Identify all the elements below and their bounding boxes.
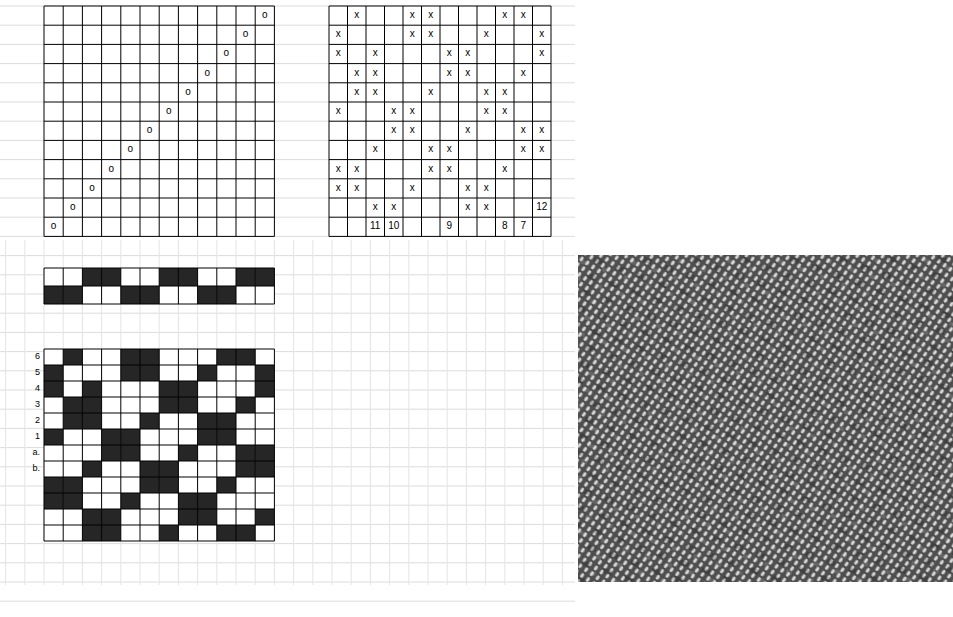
tieup-grid bbox=[329, 6, 551, 236]
tieup-mark: x bbox=[403, 121, 422, 140]
threading-mark: o bbox=[255, 6, 274, 25]
row-number: 3 bbox=[18, 397, 40, 413]
tieup-mark: x bbox=[477, 198, 496, 217]
tieup-mark: x bbox=[348, 6, 367, 25]
tieup-mark: x bbox=[477, 83, 496, 102]
row-number: 1 bbox=[18, 429, 40, 445]
threading-mark: o bbox=[236, 25, 255, 44]
tieup-mark: x bbox=[422, 83, 441, 102]
tieup-mark: x bbox=[366, 44, 385, 63]
row-number: 2 bbox=[18, 413, 40, 429]
threading-mark: o bbox=[44, 217, 63, 236]
tieup-mark: x bbox=[366, 198, 385, 217]
tieup-mark: x bbox=[366, 83, 385, 102]
threading-mark: o bbox=[121, 140, 140, 159]
row-number: 4 bbox=[18, 381, 40, 397]
row-number: b. bbox=[18, 461, 40, 477]
tieup-mark: x bbox=[477, 25, 496, 44]
tieup-mark: x bbox=[477, 179, 496, 198]
tieup-mark: x bbox=[348, 83, 367, 102]
row-number: 5 bbox=[18, 365, 40, 381]
tieup-mark: x bbox=[459, 179, 478, 198]
tieup-mark: 7 bbox=[514, 217, 533, 236]
tieup-mark: 8 bbox=[496, 217, 515, 236]
tieup-mark: x bbox=[459, 64, 478, 83]
tieup-mark: x bbox=[403, 6, 422, 25]
tieup-mark: x bbox=[459, 121, 478, 140]
threading-mark: o bbox=[102, 160, 121, 179]
tieup-mark: 12 bbox=[533, 198, 552, 217]
tieup-mark: 11 bbox=[366, 217, 385, 236]
tieup-mark: x bbox=[533, 121, 552, 140]
drawdown-grid bbox=[44, 349, 274, 541]
tieup-mark: x bbox=[459, 44, 478, 63]
tieup-mark: x bbox=[403, 179, 422, 198]
tieup-mark: x bbox=[533, 140, 552, 159]
threading-mark: o bbox=[140, 121, 159, 140]
tieup-mark: 9 bbox=[440, 217, 459, 236]
sheet-grid bbox=[0, 6, 575, 601]
tieup-mark: x bbox=[329, 179, 348, 198]
tieup-mark: x bbox=[348, 64, 367, 83]
tieup-mark: x bbox=[348, 160, 367, 179]
tieup-mark: x bbox=[496, 83, 515, 102]
tieup-mark: x bbox=[329, 160, 348, 179]
threading-mark: o bbox=[82, 179, 101, 198]
threading-mark: o bbox=[63, 198, 82, 217]
tieup-mark: x bbox=[496, 102, 515, 121]
tieup-mark: x bbox=[329, 44, 348, 63]
tieup-mark: x bbox=[422, 160, 441, 179]
tieup-mark: x bbox=[329, 102, 348, 121]
row-number: a. bbox=[18, 445, 40, 461]
tieup-mark: x bbox=[440, 160, 459, 179]
tieup-mark: x bbox=[385, 121, 404, 140]
fabric-photo bbox=[578, 255, 953, 582]
tieup-mark: x bbox=[496, 6, 515, 25]
tieup-mark: x bbox=[403, 25, 422, 44]
tieup-mark: x bbox=[514, 64, 533, 83]
tieup-mark: x bbox=[422, 25, 441, 44]
row-number: 6 bbox=[18, 349, 40, 365]
tieup-mark: x bbox=[440, 44, 459, 63]
threading-grid bbox=[44, 6, 274, 236]
tieup-mark: x bbox=[533, 44, 552, 63]
tieup-mark: x bbox=[385, 198, 404, 217]
tieup-mark: x bbox=[366, 64, 385, 83]
tieup-mark: x bbox=[440, 64, 459, 83]
tieup-mark: x bbox=[422, 6, 441, 25]
tieup-mark: x bbox=[496, 160, 515, 179]
tieup-mark: x bbox=[459, 198, 478, 217]
threading-mark: o bbox=[159, 102, 178, 121]
threading-mark: o bbox=[178, 83, 197, 102]
tieup-mark: x bbox=[385, 102, 404, 121]
tieup-mark: x bbox=[348, 179, 367, 198]
tieup-mark: x bbox=[422, 140, 441, 159]
tieup-mark: x bbox=[514, 121, 533, 140]
tieup-mark: x bbox=[403, 102, 422, 121]
tieup-mark: x bbox=[533, 25, 552, 44]
tieup-mark: x bbox=[477, 102, 496, 121]
threading-mark: o bbox=[198, 64, 217, 83]
tieup-mark: x bbox=[514, 6, 533, 25]
tieup-mark: x bbox=[440, 140, 459, 159]
tieup-mark: x bbox=[514, 140, 533, 159]
tieup-mark: x bbox=[329, 25, 348, 44]
tieup-mark: 10 bbox=[385, 217, 404, 236]
treadling-strip bbox=[44, 268, 274, 304]
threading-mark: o bbox=[217, 44, 236, 63]
tieup-mark: x bbox=[366, 140, 385, 159]
